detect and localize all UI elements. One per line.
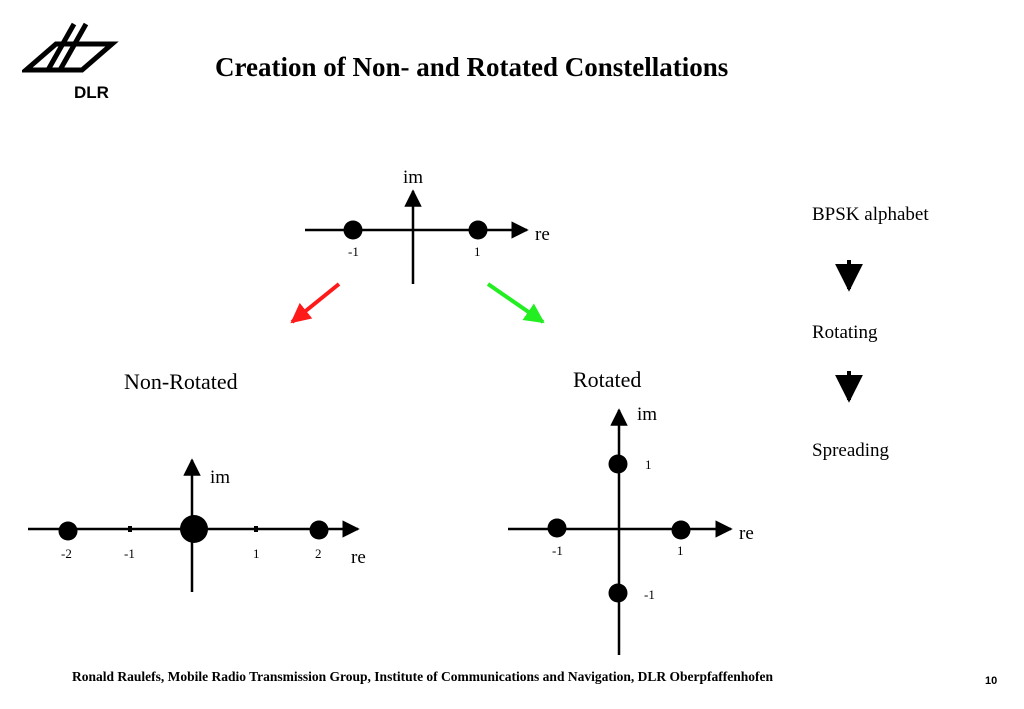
nonrot-im-label: im: [210, 467, 231, 488]
dlr-logo-icon: [22, 22, 119, 73]
rot-re-label-minus1: -1: [552, 543, 563, 558]
nonrot-point-minus2: [58, 521, 78, 541]
top-label-minus1: -1: [348, 244, 359, 259]
rot-im-label-minus1: -1: [644, 587, 655, 602]
rot-point-im-minus1: [608, 583, 628, 603]
nonrot-tick-minus1: [128, 526, 132, 532]
page-number: 10: [985, 675, 998, 687]
nonrot-point-plus2: [309, 520, 329, 540]
nonrot-tick-label-plus2: 2: [315, 546, 322, 561]
rot-re-label: re: [739, 523, 754, 544]
rot-point-re-minus1: [547, 518, 567, 538]
step-bpsk-alphabet: BPSK alphabet: [812, 204, 929, 225]
rot-re-label-plus1: 1: [677, 543, 684, 558]
non-rotated-diagram: [28, 458, 360, 592]
rot-point-im-plus1: [608, 454, 628, 474]
red-arrow: [290, 282, 341, 324]
nonrot-point-origin: [180, 515, 208, 543]
logo-text: DLR: [74, 83, 109, 102]
top-re-label: re: [535, 224, 550, 245]
nonrot-tick-label-plus1: 1: [253, 546, 260, 561]
top-label-plus1: 1: [474, 244, 481, 259]
footer-text: Ronald Raulefs, Mobile Radio Transmissio…: [72, 669, 773, 684]
top-diagram: [305, 189, 529, 284]
green-arrow: [486, 282, 545, 324]
top-point-plus1: [468, 220, 488, 240]
non-rotated-heading: Non-Rotated: [124, 369, 238, 394]
page-title: Creation of Non- and Rotated Constellati…: [215, 52, 729, 82]
nonrot-tick-label-minus1: -1: [124, 546, 135, 561]
rot-im-label-plus1: 1: [645, 457, 652, 472]
rot-point-re-plus1: [671, 520, 691, 540]
rotated-heading: Rotated: [573, 367, 642, 392]
step-rotating: Rotating: [812, 322, 878, 343]
rot-im-label: im: [637, 404, 658, 425]
nonrot-re-label: re: [351, 547, 366, 568]
top-im-label: im: [403, 167, 424, 188]
rotated-diagram: [508, 408, 733, 655]
top-point-minus1: [343, 220, 363, 240]
step-spreading: Spreading: [812, 440, 890, 461]
nonrot-tick-label-minus2: -2: [61, 546, 72, 561]
nonrot-tick-plus1: [254, 526, 258, 532]
